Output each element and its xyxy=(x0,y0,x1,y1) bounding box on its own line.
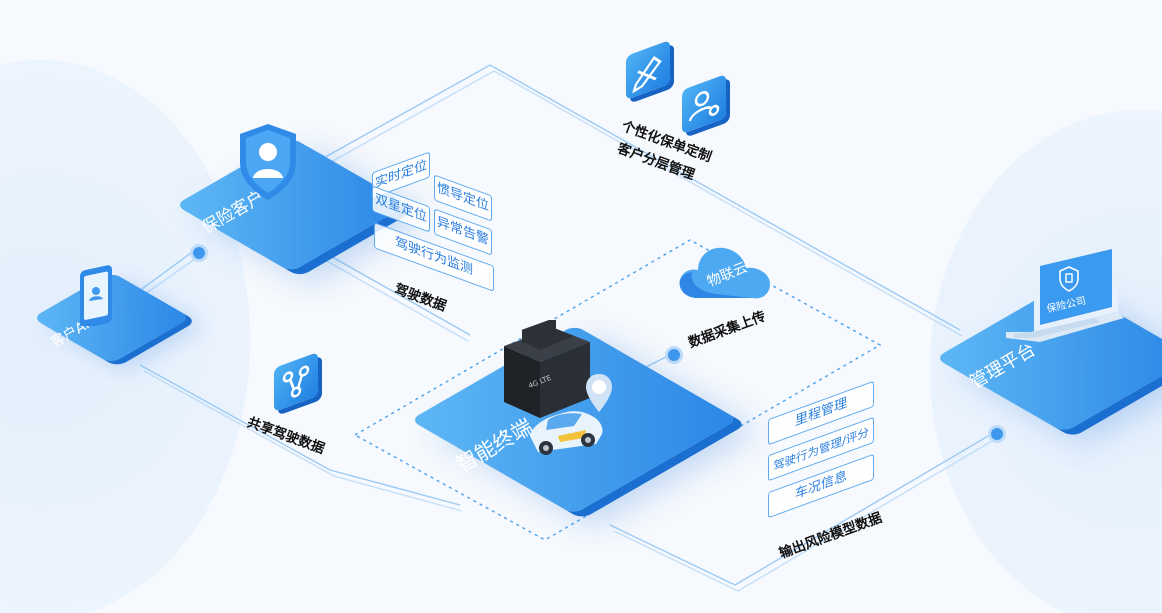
phone-icon xyxy=(80,265,112,326)
share-network-icon xyxy=(282,365,310,398)
cloud-icon xyxy=(679,247,770,299)
line-output-platform xyxy=(609,431,996,586)
share-tile xyxy=(274,351,318,413)
line-client-terminal xyxy=(319,249,471,336)
connector-dot-2 xyxy=(190,244,208,262)
connector-dot-4 xyxy=(665,346,683,364)
pen-icon xyxy=(632,56,662,94)
obd-device-icon xyxy=(504,320,590,418)
location-pin-icon xyxy=(586,374,612,412)
shield-user-icon xyxy=(240,124,296,200)
line-app-share xyxy=(139,364,461,506)
insurer-shield-icon xyxy=(1059,266,1079,292)
layer-tile xyxy=(682,73,726,135)
personalize-tile xyxy=(626,39,670,101)
laptop-icon xyxy=(1006,242,1124,342)
dashed-zone xyxy=(353,239,882,541)
line-client-top xyxy=(319,64,961,331)
connector-dot-5 xyxy=(988,425,1006,443)
car-icon xyxy=(530,411,603,455)
user-gear-icon xyxy=(688,91,720,122)
